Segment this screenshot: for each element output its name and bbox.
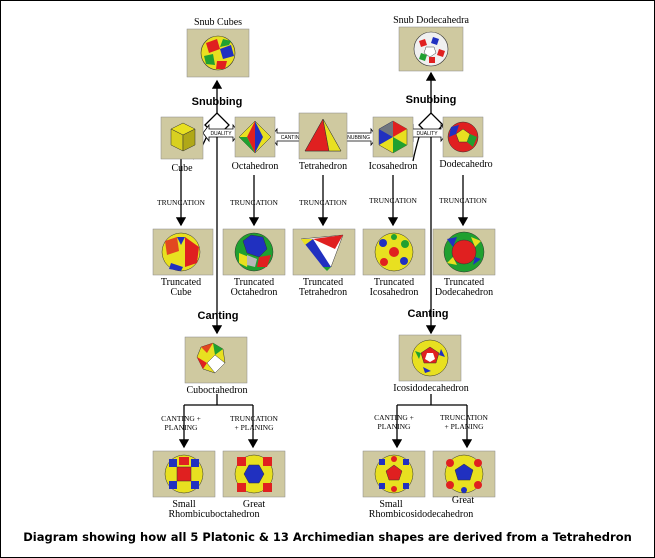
derivation-diagram: DUALITY CANTING SNUBBING DUALITY Snub Cu… (152, 15, 496, 520)
truncated-dodecahedron-tile (432, 228, 496, 276)
canting-link-label: CANTING (281, 135, 304, 141)
snub-dodecahedron-tile (398, 26, 464, 72)
canting-planing-right-1: CANTING + (374, 413, 414, 422)
truncated-octahedron-tile (222, 228, 286, 276)
tetrahedron-tile (298, 112, 348, 160)
connector-lines (175, 71, 473, 449)
snubbing-right-label: Snubbing (406, 94, 457, 106)
snub-cubes-label: Snub Cubes (194, 17, 242, 28)
truncation-planing-right-2: + PLANING (444, 422, 484, 431)
canting-planing-left-2: PLANING (165, 423, 198, 432)
truncated-tetrahedron-tile (292, 228, 356, 276)
small-rhombicuboctahedron-tile (152, 450, 216, 498)
small-rhombicosidodecahedron-tile (362, 450, 426, 498)
truncated-dodecahedron-label-2: Dodecahedron (435, 287, 493, 298)
icosidodecahedron-label: Icosidodecahedron (393, 383, 469, 394)
snub-dodecahedra-label: Snub Dodecahedra (393, 15, 469, 26)
great-rhombicuboctahedron-label: Great (243, 499, 265, 510)
snubbing-left-label: Snubbing (192, 96, 243, 108)
snub-cube-tile (186, 28, 250, 78)
tetrahedron-label: Tetrahedron (299, 161, 347, 172)
octahedron-label: Octahedron (232, 161, 279, 172)
dodecahedron-label: Dodecahedro (439, 159, 492, 170)
small-rhombicuboctahedron-label-2: Rhombicuboctahedron (168, 509, 259, 520)
truncation-label-dodecahedron: TRUNCATION (439, 196, 487, 205)
truncation-label-octahedron: TRUNCATION (230, 198, 278, 207)
canting-planing-left-1: CANTING + (161, 414, 201, 423)
diagram-caption: Diagram showing how all 5 Platonic & 13 … (23, 530, 632, 544)
small-rhombicosidodecahedron-label-1: Small (379, 499, 403, 510)
cuboctahedron-label: Cuboctahedron (186, 385, 247, 396)
truncated-tetrahedron-label-1: Truncated (303, 277, 343, 288)
icosahedron-tile (372, 116, 414, 158)
snubbing-link-label: SNUBBING (344, 135, 370, 141)
truncated-dodecahedron-label-1: Truncated (444, 277, 484, 288)
truncated-octahedron-label-2: Octahedron (231, 287, 278, 298)
truncation-planing-right-1: TRUNCATION (440, 413, 488, 422)
truncated-cube-label-1: Truncated (161, 277, 201, 288)
cuboctahedron-tile (184, 336, 248, 384)
great-rhombicosidodecahedron-label: Great (452, 495, 474, 506)
truncation-planing-left-1: TRUNCATION (230, 414, 278, 423)
truncated-octahedron-label-1: Truncated (234, 277, 274, 288)
truncation-planing-left-2: + PLANING (234, 423, 274, 432)
truncated-icosahedron-label-2: Icosahedron (370, 287, 419, 298)
truncated-cube-label-2: Cube (170, 287, 192, 298)
duality-left-label: DUALITY (210, 131, 232, 137)
great-rhombicuboctahedron-tile (222, 450, 286, 498)
small-rhombicosidodecahedron-label-2: Rhombicosidodecahedron (369, 509, 473, 520)
dodecahedron-tile (442, 116, 484, 158)
canting-right-label: Canting (408, 308, 449, 320)
truncated-tetrahedron-label-2: Tetrahedron (299, 287, 347, 298)
icosidodecahedron-tile (398, 334, 462, 382)
truncation-label-cube: TRUNCATION (157, 198, 205, 207)
canting-left-label: Canting (198, 310, 239, 322)
truncated-icosahedron-tile (362, 228, 426, 276)
great-rhombicosidodecahedron-tile (432, 450, 496, 498)
cube-label: Cube (171, 163, 193, 174)
small-rhombicuboctahedron-label-1: Small (172, 499, 196, 510)
duality-right-label: DUALITY (416, 131, 438, 137)
canting-planing-right-2: PLANING (378, 422, 411, 431)
truncated-cube-tile (152, 228, 214, 276)
truncated-icosahedron-label-1: Truncated (374, 277, 414, 288)
icosahedron-label: Icosahedron (369, 161, 418, 172)
octahedron-tile (234, 116, 276, 158)
cube-tile (160, 116, 204, 160)
truncation-label-tetrahedron: TRUNCATION (299, 198, 347, 207)
truncation-label-icosahedron: TRUNCATION (369, 196, 417, 205)
